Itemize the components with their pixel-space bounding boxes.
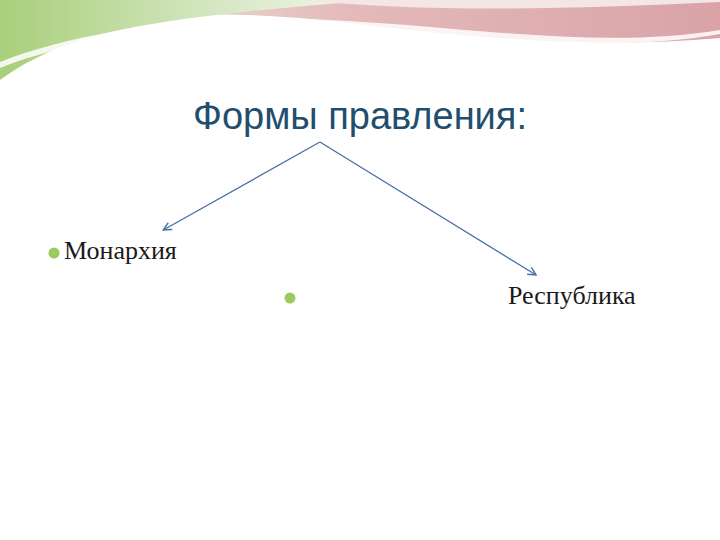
list-item: Монархия [64, 236, 177, 266]
bullet-dot [285, 293, 296, 304]
item-text: Республика [508, 281, 636, 311]
title-node: Формы правления: [193, 95, 527, 138]
list-item: Республика [508, 281, 636, 311]
bullet-dot [49, 248, 60, 259]
arrow-connector [320, 142, 536, 275]
heading-text: Формы правления: [193, 95, 527, 138]
arrow-connector [163, 142, 320, 230]
item-text: Монархия [64, 236, 177, 266]
